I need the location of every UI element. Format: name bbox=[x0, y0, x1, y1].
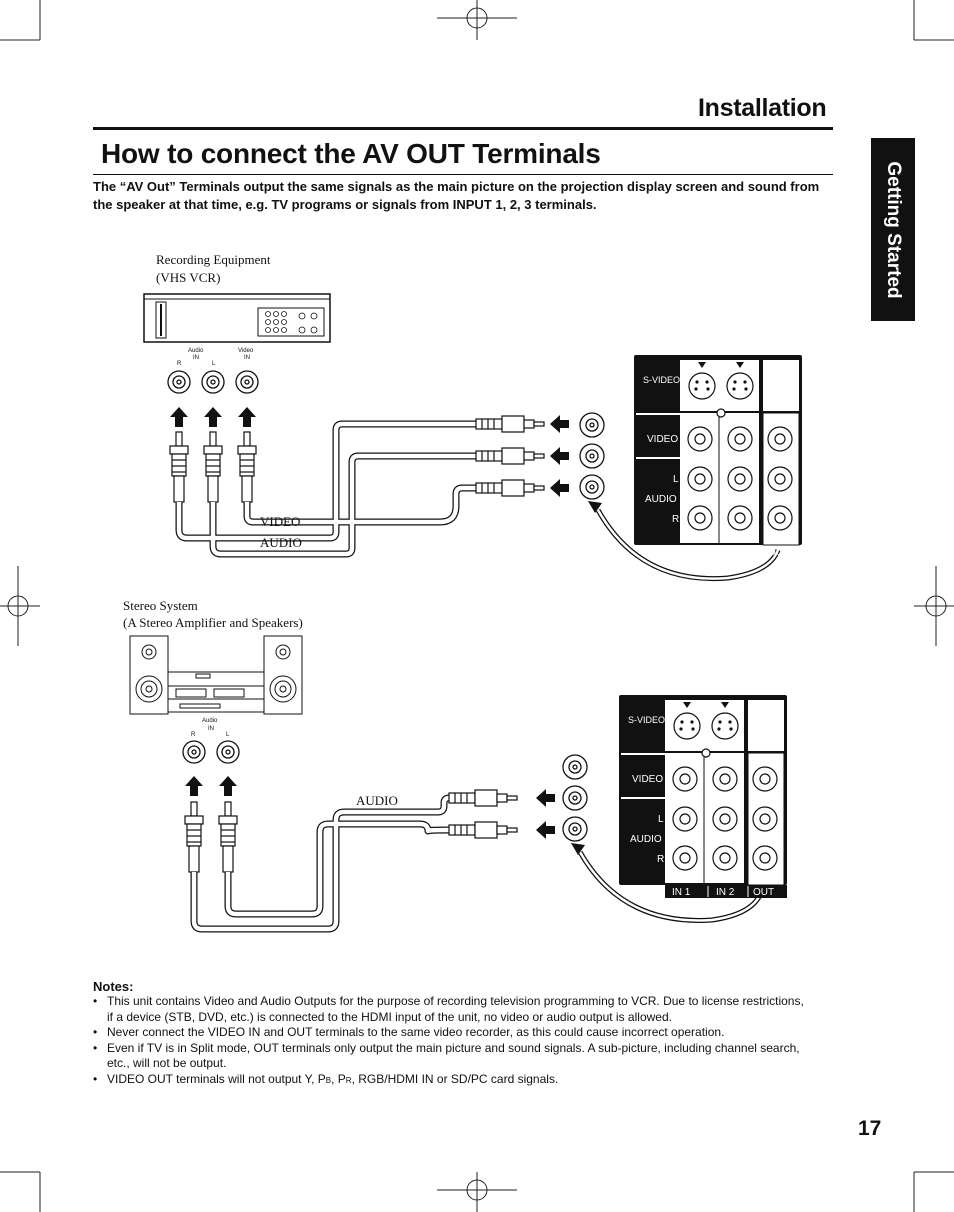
curved-arrow-head-icon bbox=[588, 501, 602, 513]
vcr-label-line1: Recording Equipment bbox=[156, 252, 271, 267]
intro-text: The “AV Out” Terminals output the same s… bbox=[93, 179, 820, 212]
arrow-left-icon bbox=[550, 447, 569, 465]
panel1-audio: AUDIO bbox=[645, 494, 677, 505]
vcr-jack-video-label: Video bbox=[238, 348, 254, 354]
arrow-up-icon bbox=[204, 407, 222, 427]
panel1-video: VIDEO bbox=[647, 434, 678, 445]
stereo-label-line1: Stereo System bbox=[123, 598, 198, 613]
panel2-out: OUT bbox=[753, 887, 774, 898]
plug-audio-l bbox=[203, 431, 223, 503]
panel1-r: R bbox=[672, 514, 679, 525]
plug-video bbox=[237, 431, 257, 503]
panel2-in1: IN 1 bbox=[672, 887, 691, 898]
tv-panel-1: S-VIDEO VIDEO L AUDIO R IN 1 IN 2 OUT bbox=[634, 355, 802, 558]
plug-stereo-l bbox=[218, 801, 238, 873]
vcr-jack-in-label: IN bbox=[193, 355, 199, 361]
vcr-jack-audio-label: Audio bbox=[188, 348, 204, 354]
panel2-r: R bbox=[657, 854, 664, 865]
stereo-label-line2: (A Stereo Amplifier and Speakers) bbox=[123, 615, 303, 630]
panel2-svideo: S-VIDEO bbox=[628, 715, 665, 725]
vcr-device bbox=[143, 293, 331, 343]
cable-video-label: VIDEO bbox=[260, 514, 301, 529]
arrow-left-icon bbox=[550, 415, 569, 433]
stereo-jack-audio-label: Audio bbox=[202, 718, 218, 724]
panel1-in2: IN 2 bbox=[731, 547, 750, 558]
arrow-left-icon bbox=[536, 789, 555, 807]
title-rule bbox=[93, 174, 833, 175]
plug-h-stereo-2 bbox=[448, 821, 518, 839]
plug-h-2 bbox=[475, 447, 545, 465]
section-title: Installation bbox=[698, 94, 827, 122]
note-sep: , P bbox=[331, 1071, 346, 1086]
panel1-out: OUT bbox=[768, 547, 789, 558]
panel1-l: L bbox=[673, 474, 679, 485]
stereo-jack-in-label: IN bbox=[208, 726, 214, 732]
note-item: This unit contains Video and Audio Outpu… bbox=[93, 994, 813, 1025]
arrow-up-icon bbox=[170, 407, 188, 427]
page-number: 17 bbox=[858, 1117, 882, 1140]
arrow-left-icon bbox=[550, 479, 569, 497]
notes-title: Notes: bbox=[93, 979, 134, 994]
panel1-svideo: S-VIDEO bbox=[643, 375, 680, 385]
plug-h-1 bbox=[475, 415, 545, 433]
tv-panel-2: S-VIDEO VIDEO L AUDIO R IN 1 IN 2 OUT bbox=[619, 695, 787, 898]
vcr-jack-r-label: R bbox=[177, 361, 182, 367]
panel2-audio: AUDIO bbox=[630, 834, 662, 845]
plug-h-stereo-1 bbox=[448, 789, 518, 807]
plug-h-3 bbox=[475, 479, 545, 497]
stereo-jack-r-label: R bbox=[191, 732, 196, 738]
curved-arrow-head-icon bbox=[571, 843, 585, 855]
note-item: Even if TV is in Split mode, OUT termina… bbox=[93, 1041, 813, 1072]
note-pr-sub: R bbox=[345, 1075, 352, 1085]
page-title: How to connect the AV OUT Terminals bbox=[101, 138, 601, 169]
plug-stereo-r bbox=[184, 801, 204, 873]
arrow-up-icon bbox=[185, 776, 203, 796]
side-tab: Getting Started bbox=[871, 138, 915, 321]
vcr-jack-video-in-label: IN bbox=[244, 355, 250, 361]
arrow-up-icon bbox=[238, 407, 256, 427]
arrow-left-icon bbox=[536, 821, 555, 839]
cable-audio-label-1: AUDIO bbox=[260, 535, 302, 550]
vcr-label-line2: (VHS VCR) bbox=[156, 270, 221, 285]
note-last-prefix: VIDEO OUT terminals will not output Y, P bbox=[107, 1071, 326, 1086]
note-item: Never connect the VIDEO IN and OUT termi… bbox=[93, 1025, 813, 1041]
header-rule bbox=[93, 127, 833, 130]
stereo-system bbox=[129, 635, 303, 715]
vcr-diagram: Audio IN Video IN R L bbox=[143, 293, 802, 582]
stereo-diagram: Audio IN R L bbox=[129, 635, 787, 933]
note-last-suffix: , RGB/HDMI IN or SD/PC card signals. bbox=[351, 1071, 559, 1086]
panel1-in1: IN 1 bbox=[687, 547, 706, 558]
cable-audio-label-2: AUDIO bbox=[356, 793, 398, 808]
notes-list: This unit contains Video and Audio Outpu… bbox=[93, 994, 813, 1088]
vcr-jack-l-label: L bbox=[212, 361, 216, 367]
plug-audio-r bbox=[169, 431, 189, 503]
panel2-l: L bbox=[658, 814, 664, 825]
note-item: VIDEO OUT terminals will not output Y, P… bbox=[93, 1072, 813, 1089]
stereo-jack-l-label: L bbox=[226, 732, 230, 738]
panel2-in2: IN 2 bbox=[716, 887, 735, 898]
panel2-video: VIDEO bbox=[632, 774, 663, 785]
note-pb-sub: B bbox=[325, 1075, 332, 1085]
arrow-up-icon bbox=[219, 776, 237, 796]
